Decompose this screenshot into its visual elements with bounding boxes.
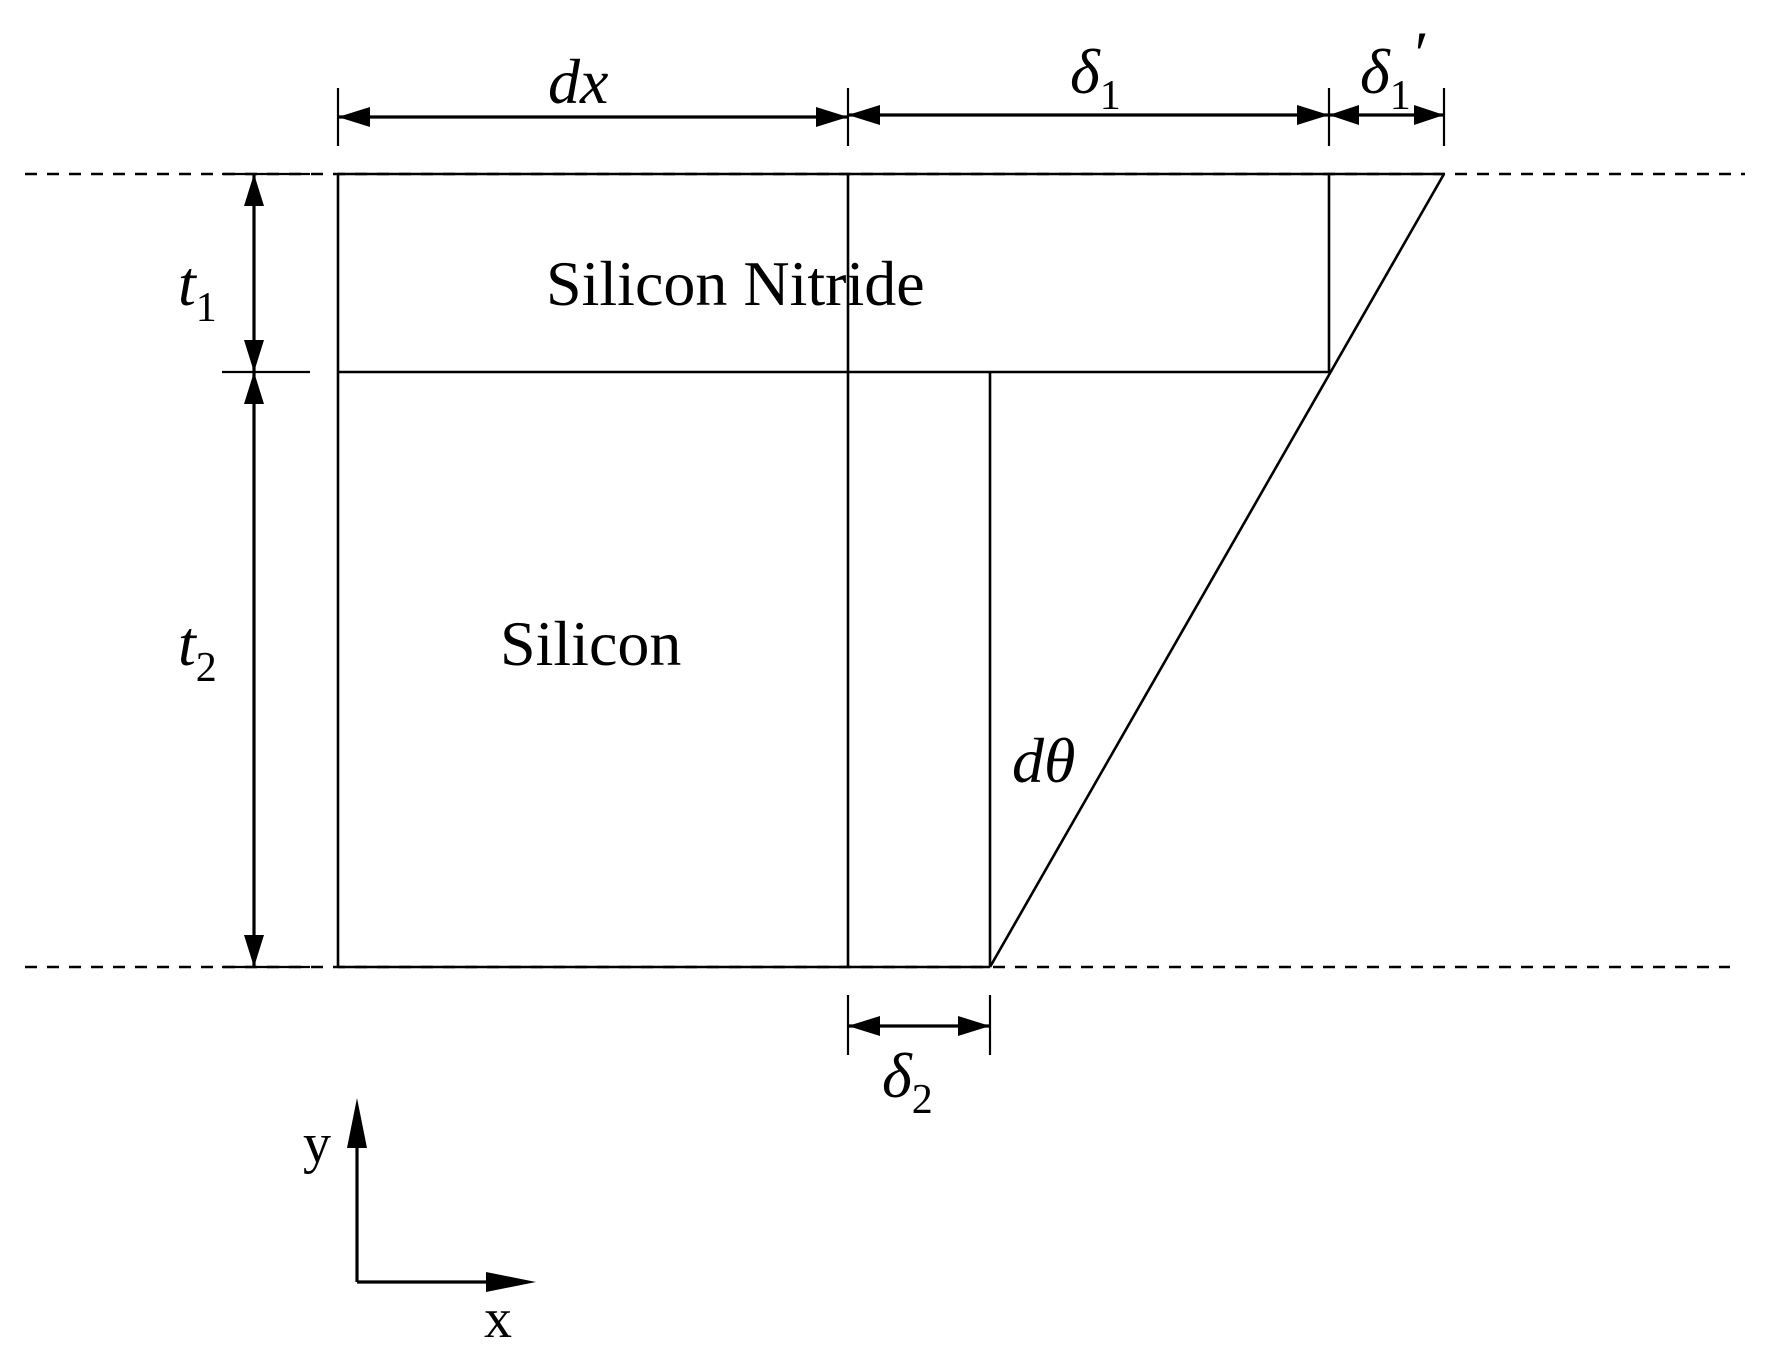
t1-dimension [244, 174, 264, 372]
x-axis-label: x [484, 1288, 512, 1350]
delta1-prime-label: δ1′ [1360, 18, 1426, 119]
delta1-prime-dimension [1329, 105, 1444, 125]
delta1-label: δ1 [1070, 36, 1121, 119]
y-axis-arrow [347, 1098, 367, 1148]
t2-label: t2 [178, 608, 217, 691]
x-axis-arrow [486, 1272, 536, 1292]
t2-dimension [244, 372, 264, 967]
t1-label: t1 [178, 248, 217, 331]
dx-dimension [338, 107, 848, 127]
silicon-nitride-label: Silicon Nitride [546, 248, 925, 319]
delta1-dimension [848, 105, 1329, 125]
angle-label: dθ [1012, 725, 1075, 796]
delta2-label: δ2 [882, 1040, 933, 1123]
dx-label: dx [548, 46, 608, 117]
delta2-dimension [848, 1016, 990, 1036]
rotated-section-line [988, 173, 1446, 968]
silicon-label: Silicon [500, 608, 681, 679]
y-axis-label: y [303, 1113, 331, 1175]
coordinate-axes [347, 1098, 536, 1292]
